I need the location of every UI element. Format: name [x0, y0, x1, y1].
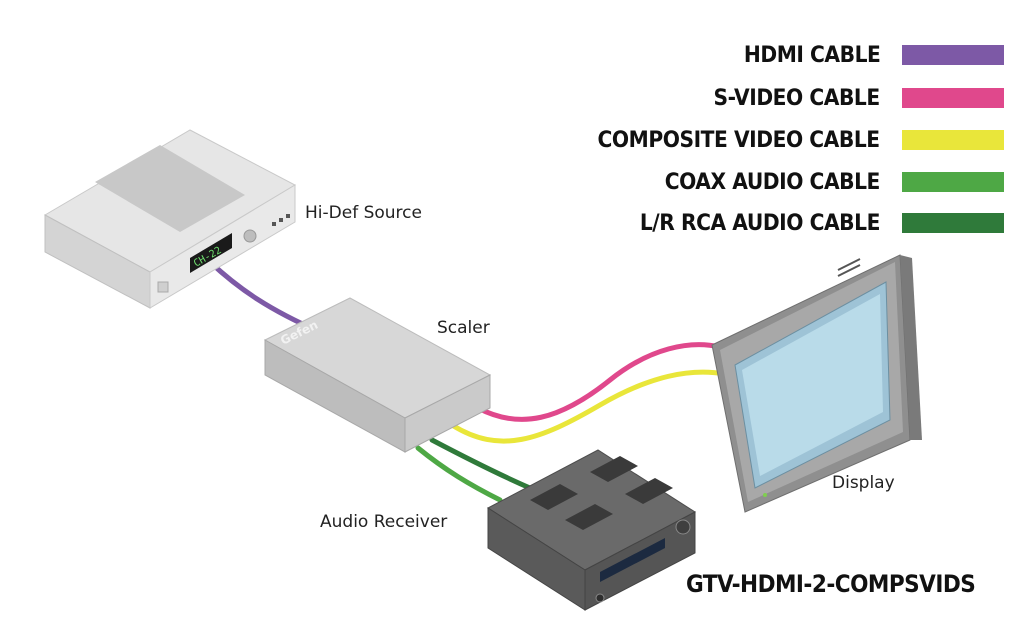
- scaler-label: Scaler: [437, 318, 490, 338]
- hi-def-source-label: Hi-Def Source: [305, 203, 422, 223]
- display-device: [711, 254, 922, 513]
- rca-audio-cable: [429, 437, 533, 491]
- legend-swatch: [902, 213, 1004, 233]
- legend-row: L/R RCA AUDIO CABLE: [619, 210, 1004, 236]
- legend-label: COAX AUDIO CABLE: [664, 169, 881, 195]
- scaler-device: Gefen: [263, 297, 492, 453]
- legend-label: L/R RCA AUDIO CABLE: [639, 210, 881, 236]
- legend-swatch: [902, 172, 1004, 192]
- hi-def-source-device: CH-22: [43, 129, 297, 309]
- legend-row: S-VIDEO CABLE: [699, 85, 1004, 111]
- legend-swatch: [902, 130, 1004, 150]
- legend-label: COMPOSITE VIDEO CABLE: [597, 127, 881, 153]
- legend-row: COMPOSITE VIDEO CABLE: [573, 127, 1004, 153]
- legend-swatch: [902, 45, 1004, 65]
- legend-swatch: [902, 88, 1004, 108]
- display-label: Display: [832, 473, 895, 493]
- coax-audio-cable: [415, 445, 503, 503]
- model-number: GTV-HDMI-2-COMPSVIDS: [686, 570, 976, 598]
- legend-row: COAX AUDIO CABLE: [646, 169, 1004, 195]
- legend-row: HDMI CABLE: [732, 42, 1004, 68]
- legend-label: HDMI CABLE: [743, 42, 880, 68]
- s-video-cable: [475, 342, 723, 422]
- audio-receiver-label: Audio Receiver: [320, 512, 448, 532]
- legend-label: S-VIDEO CABLE: [713, 85, 881, 111]
- audio-receiver-device: [487, 449, 696, 611]
- composite-video-cable: [449, 369, 728, 444]
